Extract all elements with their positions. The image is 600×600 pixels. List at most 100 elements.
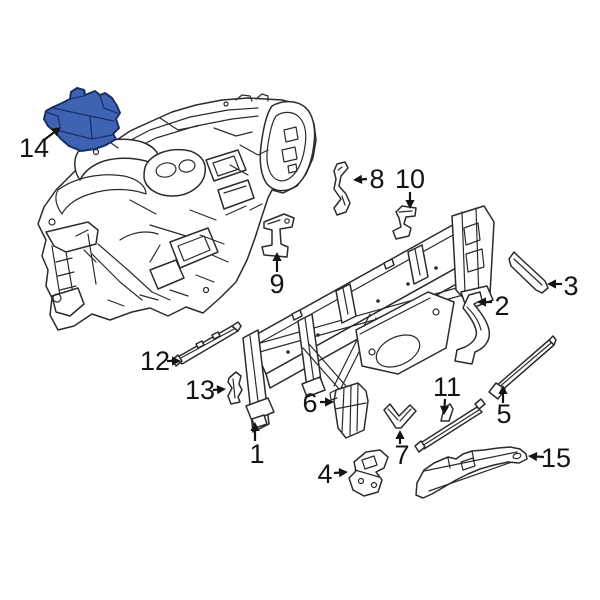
- artwork-path: [195, 164, 263, 283]
- artwork-path: [155, 162, 177, 178]
- callout-label-9[interactable]: 9: [269, 269, 284, 299]
- artwork-path: [45, 111, 61, 127]
- artwork-path: [392, 205, 417, 240]
- artwork-path: [223, 101, 229, 107]
- artwork-path: [52, 293, 62, 303]
- artwork-path: [406, 282, 410, 286]
- artwork-path: [432, 308, 440, 316]
- artwork-path: [235, 94, 253, 102]
- artwork-path: [231, 321, 242, 332]
- artwork-path: [159, 117, 269, 156]
- artwork-path: [291, 309, 303, 321]
- callout-13[interactable]: 13: [185, 375, 226, 405]
- artwork-path: [261, 213, 295, 258]
- artwork-path: [217, 179, 255, 210]
- part-8-bracket: [333, 161, 351, 216]
- callout-label-2[interactable]: 2: [494, 291, 509, 321]
- callout-arrowhead: [439, 405, 450, 415]
- part-15-shield: [415, 446, 528, 499]
- callout-label-11[interactable]: 11: [433, 372, 461, 402]
- artwork-path: [178, 159, 196, 173]
- part-14-highlighted-bracket[interactable]: [43, 87, 121, 152]
- artwork-path: [87, 233, 97, 285]
- artwork-path: [51, 245, 61, 297]
- callout-11[interactable]: 11: [433, 372, 461, 415]
- artwork-path: [177, 235, 211, 262]
- part-5-rod: [488, 335, 557, 400]
- artwork-path: [316, 333, 320, 337]
- callout-10[interactable]: 10: [395, 164, 425, 209]
- artwork-path: [267, 219, 281, 225]
- callout-label-12[interactable]: 12: [140, 346, 170, 376]
- callout-label-15[interactable]: 15: [541, 443, 571, 473]
- callout-6[interactable]: 6: [302, 388, 334, 418]
- callout-arrowhead: [353, 174, 363, 184]
- callout-label-14[interactable]: 14: [19, 133, 49, 163]
- artwork-path: [466, 306, 482, 331]
- callout-arrowhead: [528, 451, 538, 462]
- callout-14[interactable]: 14: [19, 127, 61, 163]
- callout-label-5[interactable]: 5: [496, 399, 511, 429]
- callout-7[interactable]: 7: [394, 430, 410, 470]
- artwork-path: [357, 477, 365, 485]
- artwork-path: [342, 287, 349, 315]
- artwork-path: [465, 248, 485, 273]
- artwork-path: [375, 334, 421, 368]
- callout-15[interactable]: 15: [528, 443, 571, 473]
- artwork-path: [48, 218, 56, 226]
- callout-label-1[interactable]: 1: [249, 439, 264, 469]
- artwork-path: [398, 210, 413, 213]
- artwork-path: [414, 248, 421, 276]
- artwork-path: [55, 174, 147, 215]
- callout-label-13[interactable]: 13: [185, 375, 215, 405]
- part-13-bracket: [227, 371, 243, 405]
- callout-3[interactable]: 3: [547, 271, 579, 301]
- artwork-path: [111, 107, 259, 151]
- artwork-path: [301, 376, 326, 398]
- callout-4[interactable]: 4: [317, 459, 348, 489]
- callout-9[interactable]: 9: [269, 252, 285, 299]
- artwork-path: [434, 266, 438, 270]
- callout-label-6[interactable]: 6: [302, 388, 317, 418]
- artwork-path: [69, 90, 86, 100]
- artwork-path: [89, 115, 93, 140]
- callout-label-7[interactable]: 7: [394, 440, 409, 470]
- artwork-path: [421, 409, 480, 447]
- artwork-path: [302, 343, 347, 391]
- callout-2[interactable]: 2: [477, 291, 510, 321]
- artwork-path: [286, 350, 290, 354]
- artwork-path: [512, 452, 522, 460]
- artwork-path: [227, 371, 243, 405]
- artwork-path: [91, 253, 143, 301]
- callout-arrowhead: [395, 430, 405, 439]
- artwork-path: [383, 403, 417, 429]
- part-7-bracket: [383, 403, 417, 429]
- part-2-bracket: [454, 291, 491, 365]
- callout-label-8[interactable]: 8: [369, 164, 384, 194]
- artwork-path: [460, 457, 476, 471]
- callout-arrowhead: [51, 127, 61, 137]
- artwork-path: [341, 383, 359, 436]
- artwork-path: [223, 185, 247, 194]
- artwork-path: [283, 126, 299, 143]
- callout-5[interactable]: 5: [496, 385, 512, 429]
- artwork-path: [548, 335, 557, 346]
- artwork-path: [232, 378, 236, 399]
- callout-1[interactable]: 1: [249, 422, 265, 469]
- artwork-path: [149, 259, 185, 290]
- crossbar-beam-illustration: [242, 205, 495, 433]
- callout-arrowhead: [477, 297, 486, 307]
- artwork-path: [281, 146, 298, 163]
- callout-label-10[interactable]: 10: [395, 164, 425, 194]
- artwork-path: [284, 218, 290, 224]
- callout-12[interactable]: 12: [140, 346, 181, 376]
- callout-8[interactable]: 8: [353, 164, 385, 194]
- artwork-path: [304, 317, 316, 391]
- artwork-path: [287, 163, 298, 174]
- dashboard-illustration: [37, 93, 317, 331]
- artwork-path: [97, 243, 171, 301]
- artwork-path: [211, 331, 221, 340]
- callout-label-4[interactable]: 4: [317, 459, 332, 489]
- callout-label-3[interactable]: 3: [563, 271, 578, 301]
